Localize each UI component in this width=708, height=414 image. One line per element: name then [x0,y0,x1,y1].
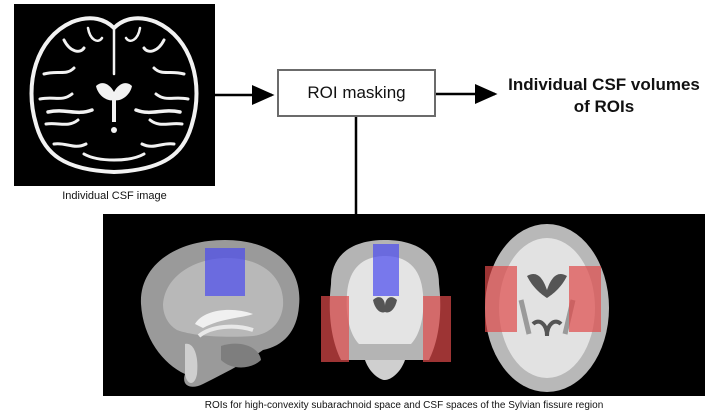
roi-panel-caption: ROIs for high-convexity subarachnoid spa… [204,400,604,411]
axial-left-sylvian-roi [485,266,517,332]
coronal-brain-view [321,240,451,380]
coronal-left-sylvian-roi [321,296,349,362]
coronal-right-sylvian-roi [423,296,451,362]
csf-image-caption: Individual CSF image [62,190,167,202]
result-line-2: of ROIs [573,97,635,116]
roi-masking-box: ROI masking [277,69,436,117]
roi-template-panel [103,214,705,396]
result-label: Individual CSF volumes of ROIs [500,74,708,118]
sagittal-high-convexity-roi [205,248,245,296]
axial-right-sylvian-roi [569,266,601,332]
coronal-high-convexity-roi [373,244,399,296]
csf-coronal-image [14,4,215,186]
result-line-1: Individual CSF volumes [508,75,700,94]
axial-brain-view [485,224,609,392]
roi-masking-label: ROI masking [307,83,406,102]
sagittal-brain-view [140,240,300,387]
